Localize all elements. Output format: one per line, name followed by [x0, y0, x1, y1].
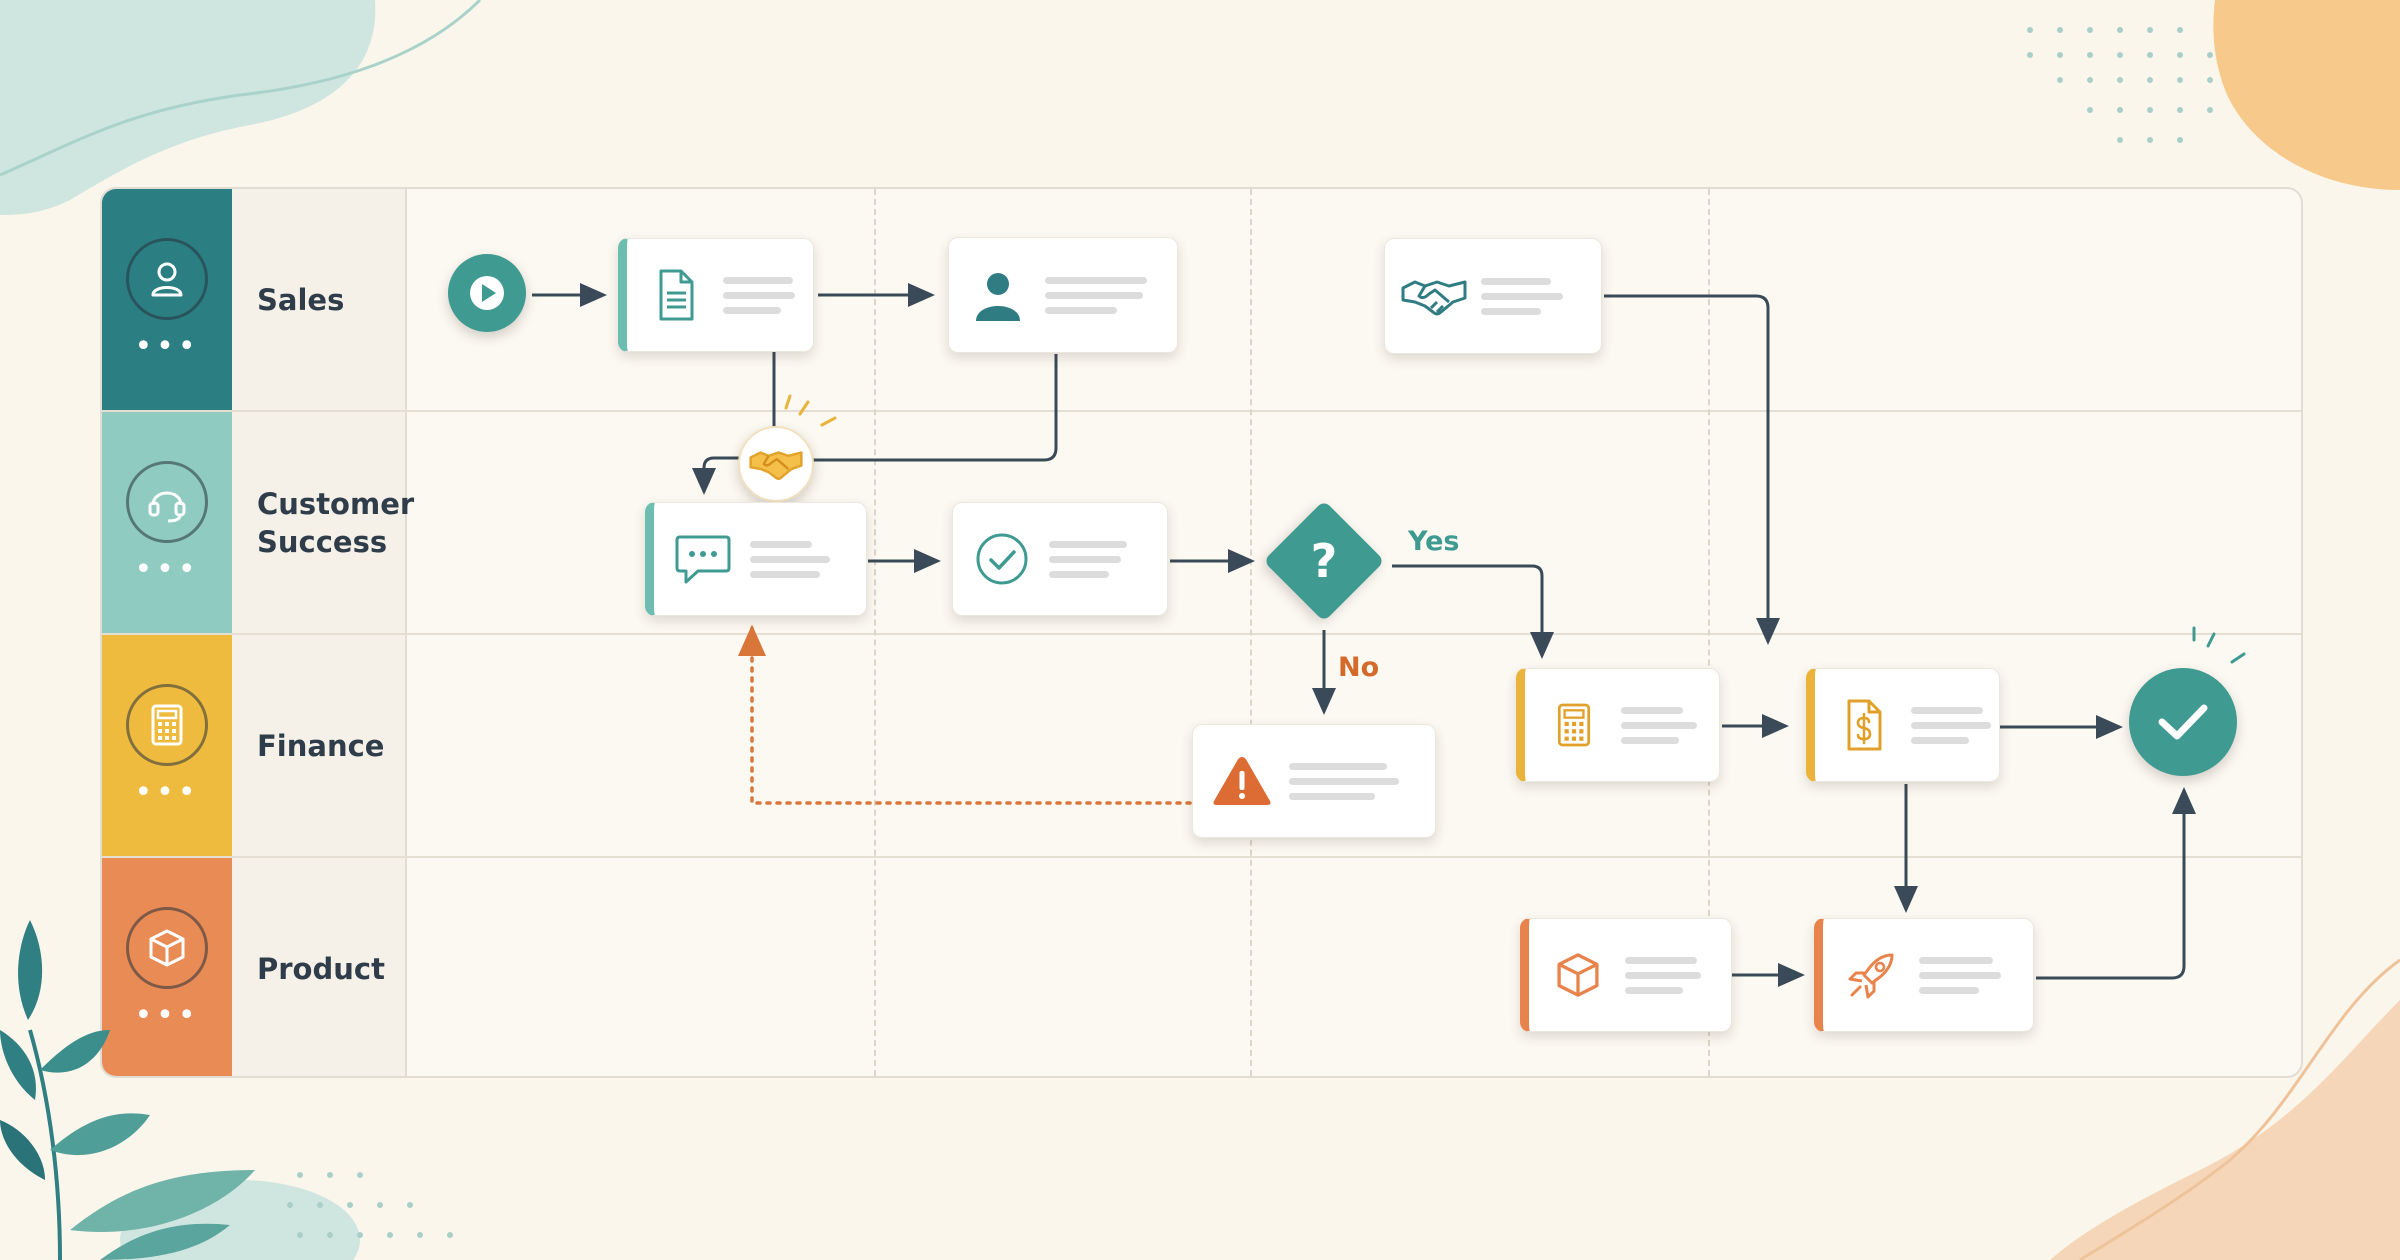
user-icon [126, 238, 208, 320]
leaf-decoration [0, 920, 255, 1260]
calculator-icon [1557, 703, 1591, 747]
lane-label: Customer Success [257, 486, 415, 559]
task-card-contact[interactable] [948, 237, 1178, 353]
lane-label: Finance [257, 728, 385, 763]
task-card-invoice[interactable] [1806, 668, 2000, 782]
placeholder-lines [750, 533, 830, 586]
task-card-issue[interactable] [1192, 724, 1436, 838]
column-divider [874, 189, 876, 1076]
task-card-review[interactable] [952, 502, 1168, 616]
document-icon [659, 269, 694, 321]
question-icon: ? [1310, 534, 1338, 588]
person-icon [976, 273, 1020, 321]
check-circle-icon [976, 533, 1028, 585]
placeholder-lines [1911, 699, 1991, 752]
lane-label: Product [257, 951, 385, 986]
lane-header-customer-success[interactable]: ••• [102, 411, 232, 634]
warning-icon [1213, 757, 1271, 805]
invoice-icon [1847, 699, 1882, 751]
placeholder-lines [1045, 269, 1147, 322]
placeholder-lines [1919, 949, 2001, 1002]
handoff-node[interactable] [738, 426, 814, 502]
box-icon [1557, 953, 1599, 997]
lane-header-sales[interactable]: ••• [102, 189, 232, 411]
more-icon[interactable]: ••• [134, 329, 200, 364]
start-node[interactable] [448, 254, 526, 332]
lane-title-sales: Sales [232, 189, 407, 411]
lane-divider [102, 410, 2301, 412]
lane-title-finance: Finance [232, 634, 407, 857]
rocket-icon [1848, 953, 1894, 999]
lane-header-product[interactable]: ••• [102, 857, 232, 1076]
handshake-icon [1401, 280, 1467, 316]
checkmark-icon [2158, 704, 2208, 740]
box-icon [126, 906, 208, 989]
edge-label-no: No [1338, 652, 1380, 683]
task-card-feedback[interactable] [645, 502, 867, 616]
placeholder-lines [1481, 270, 1563, 323]
placeholder-lines [723, 269, 795, 322]
task-card-package[interactable] [1520, 918, 1732, 1032]
lane-divider [102, 633, 2301, 635]
chat-icon [675, 535, 731, 584]
end-node[interactable] [2129, 668, 2237, 776]
task-card-document[interactable] [618, 238, 814, 352]
calculator-icon [126, 683, 208, 766]
edge-label-yes: Yes [1408, 526, 1460, 557]
lane-title-customer-success: Customer Success [232, 411, 414, 634]
more-icon[interactable]: ••• [134, 551, 200, 587]
placeholder-lines [1049, 533, 1127, 586]
task-card-deal[interactable] [1384, 238, 1602, 354]
task-card-launch[interactable] [1814, 918, 2034, 1032]
lane-title-product: Product [232, 857, 407, 1076]
lane-header-finance[interactable]: ••• [102, 634, 232, 857]
task-card-calculate[interactable] [1516, 668, 1720, 782]
lane-divider [102, 856, 2301, 858]
column-divider [1250, 189, 1252, 1076]
placeholder-lines [1621, 699, 1697, 752]
more-icon[interactable]: ••• [134, 774, 200, 810]
placeholder-lines [1625, 949, 1701, 1002]
placeholder-lines [1289, 755, 1399, 808]
headset-icon [126, 460, 208, 543]
lane-label: Sales [257, 283, 345, 317]
play-icon [470, 276, 504, 310]
handshake-icon [749, 451, 803, 480]
